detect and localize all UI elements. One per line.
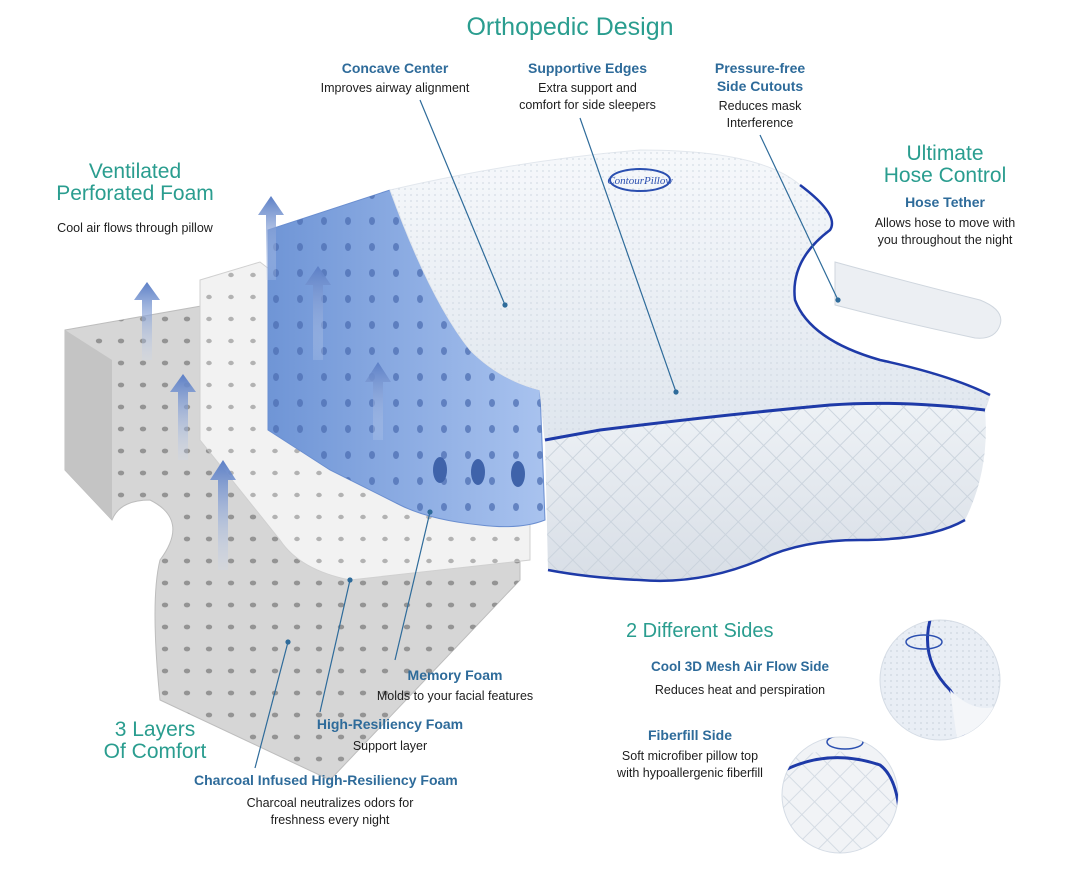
fiberfill-side-desc-line1: Soft microfiber pillow top (621, 749, 759, 763)
side-cutouts-desc-line2: Interference (726, 115, 794, 130)
pillow-cover: ContourPillow (389, 149, 1002, 583)
charcoal-foam-desc-line1: Charcoal neutralizes odors for (246, 796, 414, 810)
airflow-arrow-icon (134, 282, 160, 360)
svg-text:ContourPillow: ContourPillow (607, 175, 673, 187)
leader-lines (254, 99, 841, 769)
charcoal-foam-desc: Charcoal neutralizes odors for freshness… (230, 795, 430, 829)
three-layers-heading-line1: 3 Layers (114, 718, 196, 741)
memory-foam-layer (267, 189, 546, 528)
hr-foam-title: High-Resiliency Foam (316, 716, 464, 732)
airflow-arrow-icon (365, 362, 391, 440)
ventilated-heading: Ventilated Perforated Foam (30, 160, 240, 206)
airflow-arrow-icon (210, 460, 236, 570)
fiberfill-side-detail (781, 736, 899, 854)
airflow-arrows (134, 196, 391, 570)
hose-control-heading-line1: Ultimate (906, 142, 984, 165)
ventilated-desc: Cool air flows through pillow (57, 221, 213, 235)
hose-control-heading-line2: Hose Control (883, 164, 1007, 188)
charcoal-foam-title: Charcoal Infused High-Resiliency Foam (194, 772, 458, 788)
charcoal-foam-desc-line2: freshness every night (270, 812, 390, 827)
fiberfill-side-desc-line2: with hypoallergenic fiberfill (617, 765, 763, 780)
hr-foam-desc: Support layer (352, 739, 428, 753)
mesh-side-title: Cool 3D Mesh Air Flow Side (650, 659, 830, 674)
airflow-arrow-icon (305, 266, 331, 360)
hose-tether-desc-line2: you throughout the night (877, 232, 1013, 247)
three-layers-heading: 3 Layers Of Comfort (70, 718, 240, 764)
memory-foam-desc: Molds to your facial features (376, 689, 534, 703)
supportive-edges-title: Supportive Edges (527, 60, 648, 76)
three-layers-heading-line2: Of Comfort (103, 740, 207, 764)
concave-center-title: Concave Center (341, 60, 449, 76)
two-sides-heading: 2 Different Sides (626, 620, 774, 642)
hose-tether-desc-line1: Allows hose to move with (874, 216, 1016, 230)
airflow-arrow-icon (170, 374, 196, 460)
supportive-edges-desc-line1: Extra support and (538, 81, 637, 95)
header-title: Orthopedic Design (466, 13, 674, 41)
side-cutouts-desc: Reduces mask Interference (695, 98, 825, 132)
ventilated-heading-line1: Ventilated (88, 160, 182, 183)
mesh-side-desc: Reduces heat and perspiration (654, 683, 826, 697)
hose-tether-title: Hose Tether (905, 194, 985, 210)
side-cutouts-title-line1: Pressure-free (714, 60, 806, 76)
mesh-side-detail (879, 619, 1001, 741)
memory-foam-title: Memory Foam (407, 667, 503, 683)
fiberfill-side-title: Fiberfill Side (647, 727, 732, 743)
supportive-edges-desc-line2: comfort for side sleepers (519, 97, 656, 112)
side-cutouts-title: Pressure-free Side Cutouts (695, 60, 825, 95)
ventilated-heading-line2: Perforated Foam (56, 182, 214, 206)
brand-logo: ContourPillow (607, 168, 673, 192)
hose-tether-desc: Allows hose to move with you throughout … (855, 215, 1035, 249)
side-cutouts-title-line2: Side Cutouts (716, 77, 804, 94)
concave-center-desc: Improves airway alignment (320, 81, 470, 95)
fiberfill-side-desc: Soft microfiber pillow top with hypoalle… (590, 748, 790, 782)
hose-control-heading: Ultimate Hose Control (850, 142, 1040, 188)
side-cutouts-desc-line1: Reduces mask (718, 99, 802, 113)
airflow-arrow-icon (258, 196, 284, 280)
supportive-edges-desc: Extra support and comfort for side sleep… (495, 80, 680, 114)
